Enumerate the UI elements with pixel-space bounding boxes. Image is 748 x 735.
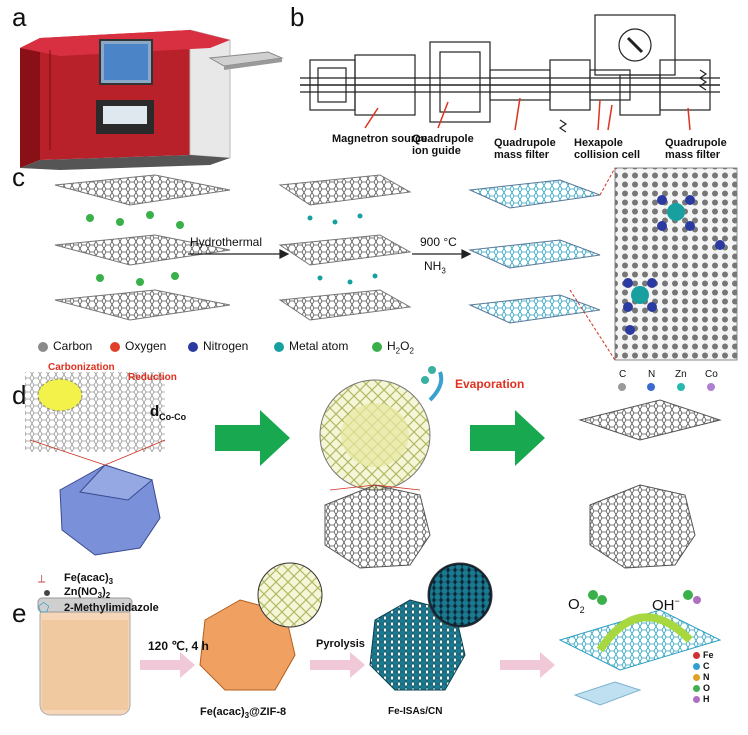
big-arrows (215, 410, 545, 466)
label-evaporation: Evaporation (455, 377, 525, 391)
panel-d-letter: d (12, 380, 27, 410)
legend-label-metal-atom: Metal atom (289, 339, 349, 353)
legend-label-nitrogen: Nitrogen (203, 339, 249, 353)
element-label-c: C (619, 369, 627, 380)
zoom-structure (569, 167, 738, 361)
element-dot-zn (677, 383, 685, 391)
process-arrows-e (140, 652, 555, 678)
instrument-schematic (300, 14, 720, 133)
instrument-photo (20, 29, 284, 170)
label-pyrolysis: Pyrolysis (316, 638, 365, 650)
graphene-sheets (54, 174, 601, 324)
panel-c-letter: c (12, 162, 25, 192)
label-oh: OH− (652, 596, 680, 614)
label-quadrupole-mass-filter-2: Quadrupole mass filter (665, 137, 727, 161)
label-o2: O2 (568, 596, 585, 615)
reagent-label-fe-acac: Fe(acac)3 (64, 572, 114, 587)
imidazole-icon: ⬠ (38, 600, 50, 615)
element-dot-n-e (693, 674, 700, 681)
legend-swatch-carbon (38, 342, 48, 352)
dodecahedron-blue (29, 439, 166, 556)
catalyst-sheet (558, 590, 722, 706)
metal-particles (307, 213, 378, 285)
element-dot-n (647, 383, 655, 391)
legend-swatch-nitrogen (188, 342, 198, 352)
label-reduction: Reduction (128, 372, 177, 383)
element-dot-fe (693, 652, 700, 659)
element-key-d: C N Zn Co (615, 368, 735, 398)
reagent-label-zn-no3: Zn(NO3)2 (64, 586, 111, 601)
label-carbonization: Carbonization (48, 362, 115, 373)
element-label-fe: Fe (703, 650, 714, 660)
label-product-fe-isas: Fe-ISAs/CN (388, 706, 443, 717)
reagent-label-2-methylimidazole: 2-Methylimidazole (64, 602, 159, 614)
label-nh3: NH3 (424, 259, 446, 276)
element-dot-o-e (693, 685, 700, 692)
label-900c: 900 °C (420, 235, 457, 249)
reaction-jar (37, 597, 133, 716)
dodecahedron-grey-1 (324, 484, 431, 569)
dodecahedron-grey-2 (589, 484, 696, 569)
element-label-c-e: C (703, 661, 710, 671)
element-dot-c (618, 383, 626, 391)
legend-swatch-metal-atom (274, 342, 284, 352)
element-label-zn: Zn (675, 369, 687, 380)
label-magnetron-source: Magnetron source (332, 133, 428, 145)
element-label-o-e: O (703, 683, 711, 693)
panel-a-letter: a (12, 2, 27, 32)
legend-swatch-h2o2 (372, 342, 382, 352)
legend-label-carbon: Carbon (53, 339, 93, 353)
label-product-zif8: Fe(acac)3@ZIF-8 (200, 706, 287, 721)
element-dot-c-e (693, 663, 700, 670)
panel-e-letter: e (12, 598, 27, 628)
element-dot-h-e (693, 696, 700, 703)
label-hydrothermal: Hydrothermal (190, 235, 263, 249)
element-label-co: Co (705, 369, 718, 380)
element-dot-co (707, 383, 715, 391)
orange-polyhedron (199, 562, 323, 691)
element-label-h-e: H (703, 694, 710, 704)
cage-sphere (319, 366, 444, 491)
panel-b-letter: b (290, 2, 305, 32)
element-key-e: Fe C N O H (693, 650, 733, 720)
process-arrows-c (188, 249, 472, 259)
label-quadrupole-ion-guide: Quadrupole ion guide (412, 133, 474, 157)
label-dcoco: dCo-Co (150, 403, 187, 422)
element-label-n-e: N (703, 672, 710, 682)
framework-structure (25, 372, 165, 452)
legend-swatch-oxygen (110, 342, 120, 352)
label-conditions: 120 ℃, 4 h (148, 639, 209, 653)
zn-dot-icon (44, 590, 50, 596)
legend-label-oxygen: Oxygen (125, 339, 167, 353)
label-hexapole-collision-cell: Hexapole collision cell (574, 137, 641, 161)
legend-c: Carbon Oxygen Nitrogen Metal atom H2O2 (38, 338, 598, 358)
element-label-n: N (648, 369, 656, 380)
teal-polyhedron (369, 562, 493, 691)
reagent-key: ⟂ Fe(acac)3 Zn(NO3)2 ⬠ 2-Methylimidazole (36, 570, 176, 620)
fe-acac-icon: ⟂ (38, 573, 46, 585)
legend-label-h2o2: H2O2 (387, 339, 414, 356)
label-quadrupole-mass-filter-1: Quadrupole mass filter (494, 137, 556, 161)
h2o2-particles (86, 211, 184, 286)
flat-sheet-d (578, 399, 722, 441)
schematic-pointers (364, 97, 691, 131)
